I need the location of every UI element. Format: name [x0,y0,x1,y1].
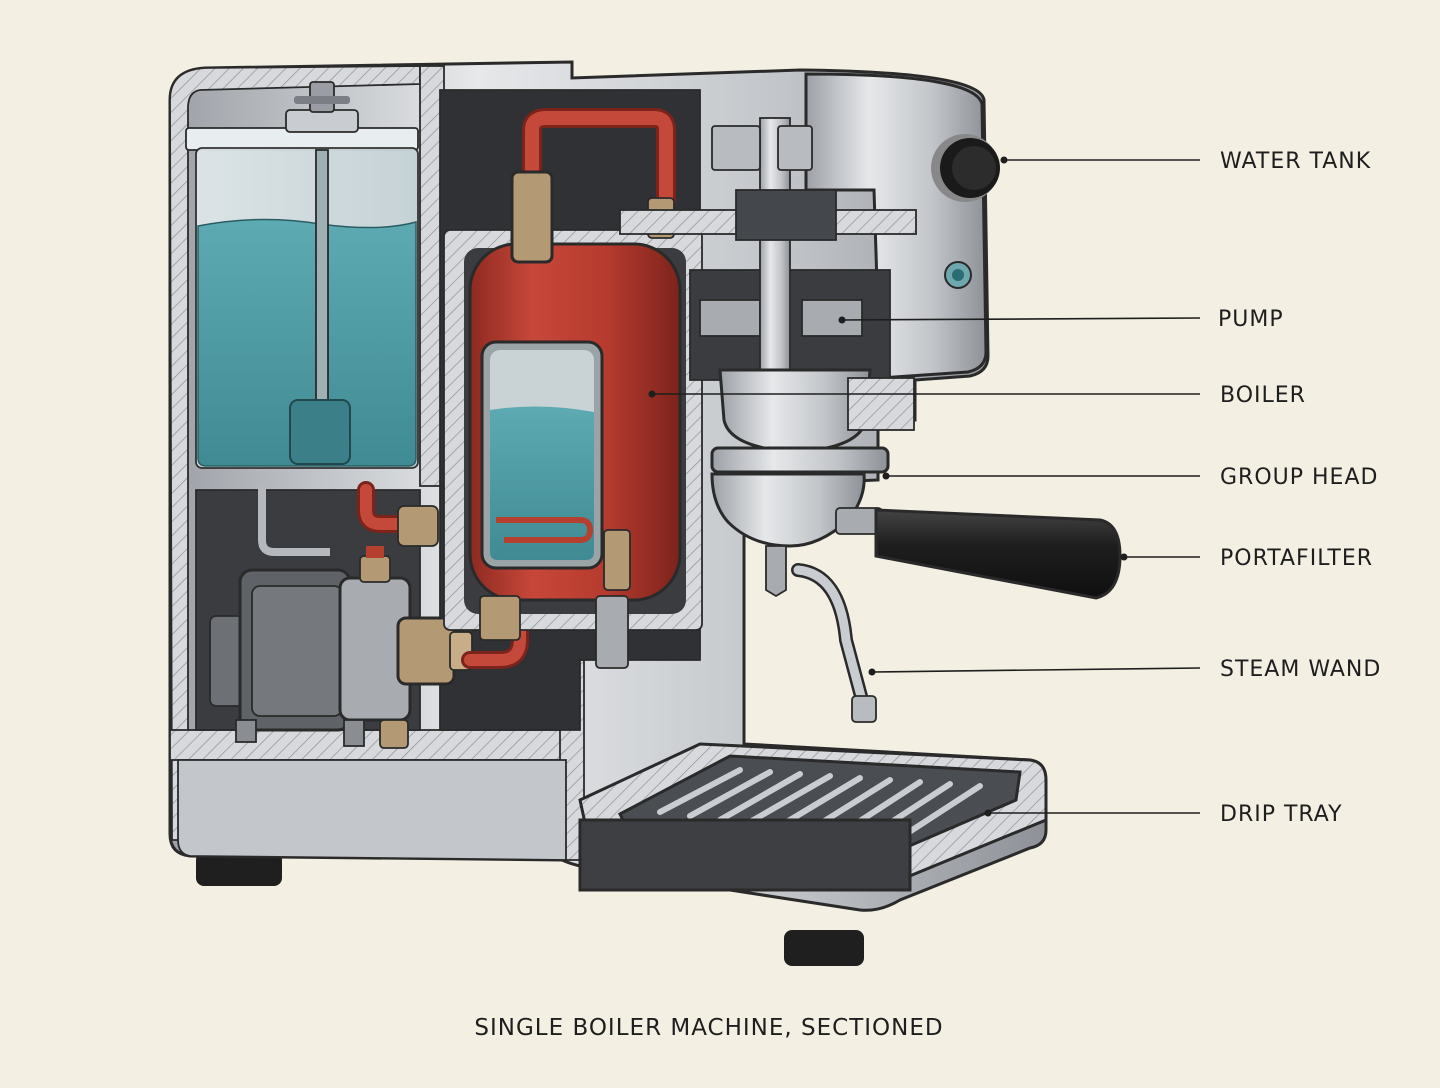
label-steam-wand: STEAM WAND [1220,657,1381,682]
label-water-tank: WATER TANK [1220,149,1371,174]
steam-wand [791,563,877,723]
label-group-head: GROUP HEAD [1220,465,1378,490]
label-portafilter: PORTAFILTER [1220,546,1373,571]
knob-icon [931,134,1000,202]
portafilter [710,472,1122,600]
label-drip-tray: DRIP TRAY [1220,802,1343,827]
label-boiler: BOILER [1220,383,1306,408]
leader-lines [648,156,1201,817]
label-pump: PUMP [1218,307,1284,332]
drip-tray [578,742,1048,892]
diagram-caption: SINGLE BOILER MACHINE, SECTIONED [474,1015,943,1041]
pump [209,484,473,749]
water-tank [185,81,419,469]
boiler [397,170,703,669]
machine-feet [196,852,864,966]
group-head [619,117,917,474]
indicator-light-icon [944,261,972,289]
